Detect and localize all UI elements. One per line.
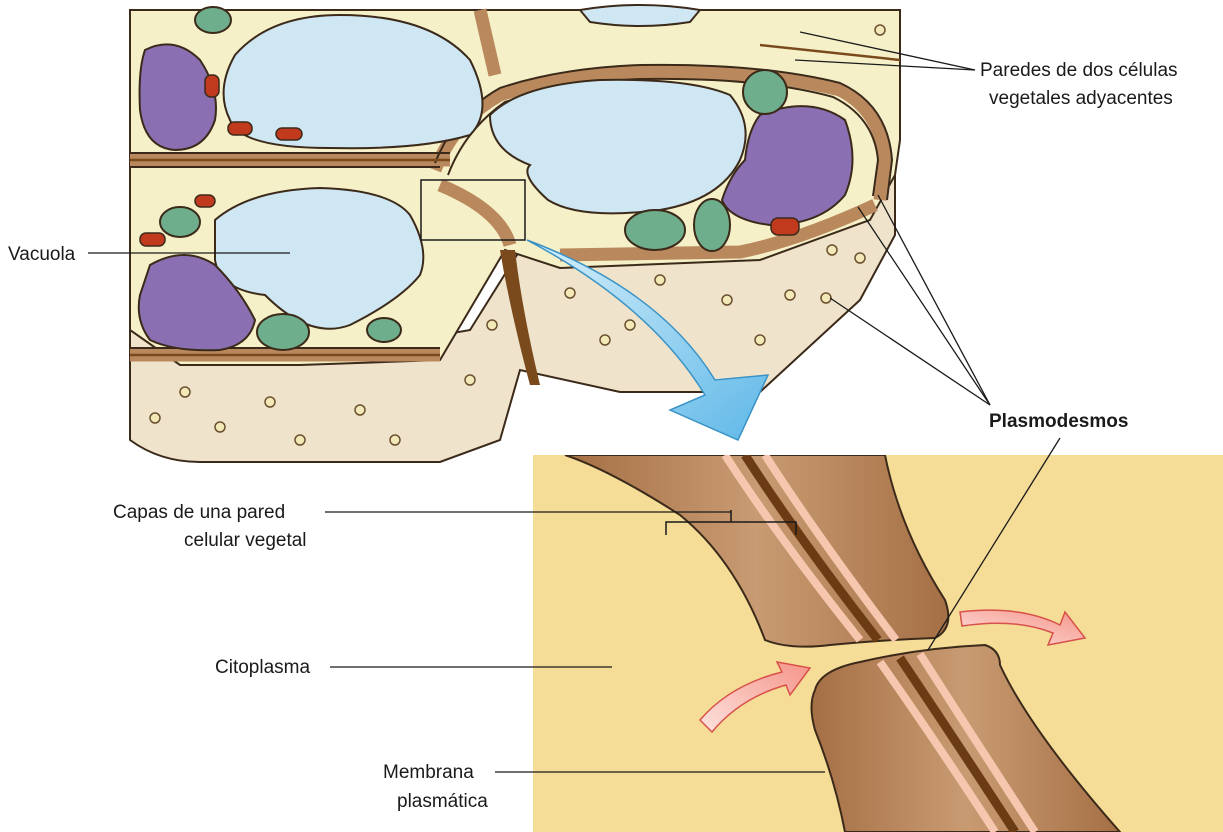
label-cytoplasm: Citoplasma <box>215 657 310 678</box>
label-membrane-line1: Membrana <box>383 762 474 783</box>
label-walls-line2: vegetales adyacentes <box>989 88 1173 109</box>
cell-tissue-block <box>130 5 900 462</box>
label-plasmodesmata: Plasmodesmos <box>989 411 1128 432</box>
label-walls-line1: Paredes de dos células <box>980 60 1178 81</box>
label-layers-line1: Capas de una pared <box>113 502 285 523</box>
label-vacuole: Vacuola <box>8 244 76 265</box>
label-membrane-line2: plasmática <box>397 791 488 812</box>
label-layers-line2: celular vegetal <box>184 530 307 551</box>
